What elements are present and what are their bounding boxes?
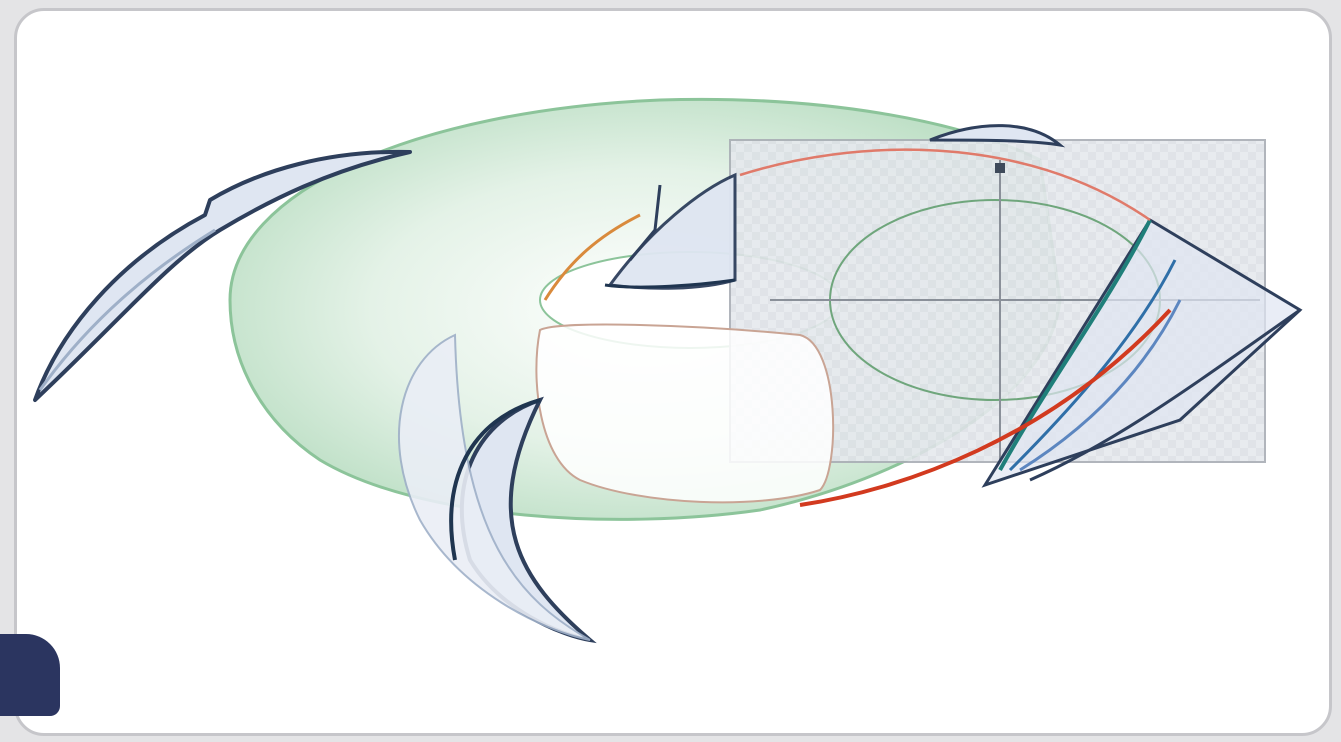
torus-front-lobe [536, 325, 833, 503]
corner-tab [0, 634, 60, 716]
section-marker [995, 163, 1005, 173]
